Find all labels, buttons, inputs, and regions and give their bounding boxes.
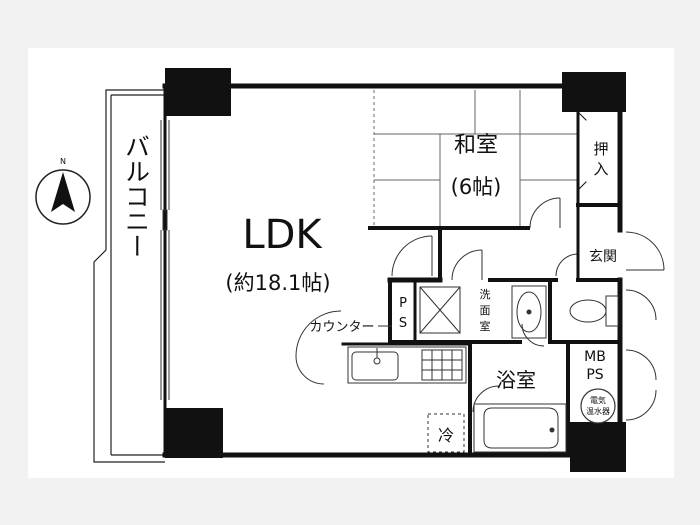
balcony bbox=[93, 89, 165, 463]
fridge-label: 冷 bbox=[438, 426, 454, 445]
ps-label-2: S bbox=[399, 316, 407, 331]
washitsu-label: 和室 bbox=[454, 133, 498, 158]
balcony-label: バルコニー bbox=[122, 134, 151, 259]
oshiire-label-2: 入 bbox=[593, 160, 608, 178]
toilet-icon bbox=[569, 295, 619, 327]
ps-label-1: P bbox=[399, 296, 407, 311]
yokushitsu-label: 浴室 bbox=[496, 368, 536, 392]
laundry-pan bbox=[419, 286, 461, 334]
door-swings bbox=[295, 197, 665, 421]
walls bbox=[162, 83, 623, 458]
north-arrow-icon: N bbox=[35, 157, 91, 225]
columns bbox=[165, 68, 626, 472]
kitchen-counter bbox=[347, 346, 467, 384]
mbps-label-1: MB bbox=[584, 349, 606, 365]
senmen-label-1: 洗 bbox=[480, 288, 491, 301]
oshiire-label-1: 押 bbox=[593, 140, 608, 158]
heater-label-1: 電気 bbox=[590, 395, 606, 405]
bathtub-icon bbox=[473, 403, 567, 453]
counter-label: カウンター bbox=[309, 320, 374, 335]
windows bbox=[160, 120, 170, 400]
ldk-area-label: (約18.1帖) bbox=[225, 271, 330, 295]
washbasin-icon bbox=[511, 285, 547, 339]
sink-icon bbox=[351, 351, 399, 381]
stove-icon bbox=[421, 349, 463, 381]
ldk-label: LDK bbox=[242, 212, 323, 258]
fridge-space bbox=[427, 413, 465, 453]
mbps-label-2: PS bbox=[586, 367, 603, 383]
washitsu-area-label: (6帖) bbox=[451, 175, 502, 199]
genkan-label: 玄関 bbox=[589, 248, 617, 265]
tatami-pattern bbox=[373, 90, 578, 228]
senmen-label-2: 面 bbox=[480, 304, 491, 317]
senmen-label-3: 室 bbox=[480, 319, 491, 333]
water-heater bbox=[580, 388, 616, 424]
north-label: N bbox=[60, 157, 66, 166]
heater-label-2: 温水器 bbox=[586, 406, 610, 416]
